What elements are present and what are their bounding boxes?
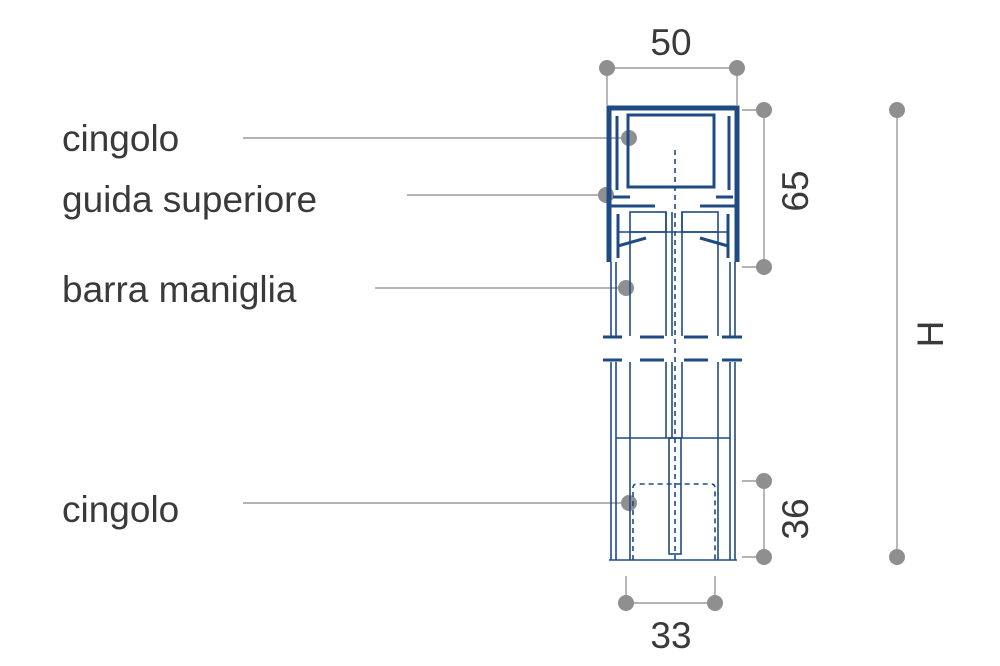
upper-guide-outer-frame [606, 105, 740, 262]
handle-bar-cap-right [681, 211, 719, 233]
dimension-height-bottom-dot-top [756, 473, 772, 489]
dimension-width-top-dot-right [729, 60, 745, 76]
label-upper-guide: guida superiore [62, 179, 614, 220]
label-top-belt: cingolo [62, 118, 637, 159]
dimension-height-total-dot-top [889, 102, 905, 118]
bottom-core-slot [668, 437, 682, 555]
dimension-height-bottom-text: 36 [775, 498, 816, 539]
dimension-width-bottom: 33 [618, 576, 723, 656]
dimension-height-total: H [889, 102, 951, 565]
profile-drawing [603, 105, 742, 561]
label-handle-bar: barra maniglia [62, 269, 634, 310]
hook-left [617, 236, 647, 248]
dimension-height-bottom: 36 [742, 473, 816, 565]
dimension-height-top: 65 [742, 102, 816, 275]
dimension-height-top-dot-top [756, 102, 772, 118]
dimension-width-top: 50 [599, 22, 745, 105]
dimension-height-total-text: H [910, 321, 951, 348]
dimension-height-bottom-dot-bottom [756, 549, 772, 565]
bottom-belt-dashed-box [632, 483, 716, 560]
dimension-height-top-dot-bottom [756, 259, 772, 275]
dimension-width-bottom-dot-right [707, 595, 723, 611]
dimension-height-top-text: 65 [775, 170, 816, 211]
dimension-width-top-text: 50 [650, 22, 691, 63]
handle-bar-cap-left [629, 211, 667, 233]
label-bottom-belt: cingolo [62, 489, 637, 530]
leader-dot-upper-guide [598, 187, 614, 203]
label-upper-guide-text: guida superiore [62, 179, 317, 220]
leader-dot-bottom-belt [621, 495, 637, 511]
hook-right [699, 236, 729, 248]
label-top-belt-text: cingolo [62, 118, 179, 159]
label-handle-bar-text: barra maniglia [62, 269, 297, 310]
label-bottom-belt-text: cingolo [62, 489, 179, 530]
dimension-width-bottom-text: 33 [650, 615, 691, 656]
top-belt-box [626, 113, 716, 189]
dimension-width-top-dot-left [599, 60, 615, 76]
leader-dot-handle-bar [618, 280, 634, 296]
dimension-height-total-dot-bottom [889, 549, 905, 565]
dimension-width-bottom-dot-left [618, 595, 634, 611]
break-mark [603, 335, 742, 362]
